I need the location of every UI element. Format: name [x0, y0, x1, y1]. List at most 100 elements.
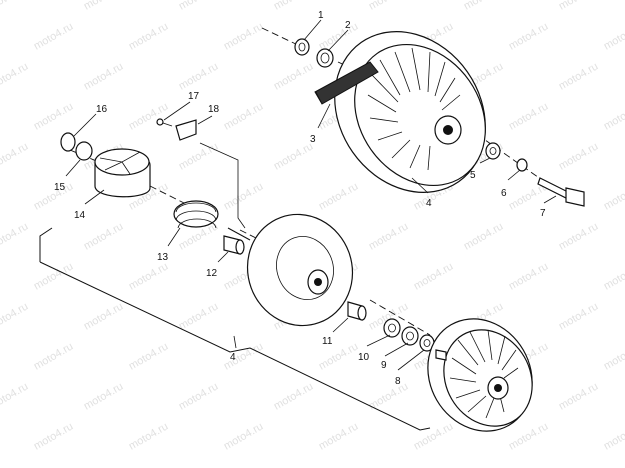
watermark-text: moto4.ru	[602, 100, 625, 132]
bushing-part-11	[347, 301, 367, 321]
watermark-text: moto4.ru	[127, 340, 171, 372]
watermark-text: moto4.ru	[602, 20, 625, 52]
watermark-text: moto4.ru	[32, 100, 76, 132]
watermark-text: moto4.ru	[32, 420, 76, 452]
watermark-text: moto4.ru	[272, 60, 316, 92]
watermark-text: moto4.ru	[0, 300, 30, 332]
watermark-text: moto4.ru	[367, 220, 411, 252]
callout-1: 1	[318, 10, 324, 21]
watermark-text: moto4.ru	[462, 220, 506, 252]
watermark-text: moto4.ru	[557, 0, 601, 13]
callout-7: 7	[540, 208, 546, 219]
watermark-text: moto4.ru	[177, 60, 221, 92]
snap-ring-part-16	[60, 132, 76, 152]
watermark-text: moto4.ru	[32, 260, 76, 292]
callout-4: 4	[426, 198, 432, 209]
watermark-text: moto4.ru	[507, 100, 551, 132]
callout-11: 11	[322, 336, 333, 347]
watermark-text: moto4.ru	[602, 180, 625, 212]
watermark-text: moto4.ru	[82, 220, 126, 252]
watermark-text: moto4.ru	[222, 420, 266, 452]
watermark-text: moto4.ru	[557, 60, 601, 92]
callout-18: 18	[208, 104, 220, 115]
upper-sheave-part-4	[334, 31, 486, 193]
callout-2: 2	[345, 20, 351, 31]
moveable-sheave	[246, 213, 354, 327]
bolt-part-7	[537, 177, 585, 207]
watermark-text: moto4.ru	[272, 380, 316, 412]
watermark-text: moto4.ru	[222, 20, 266, 52]
watermark-text: moto4.ru	[0, 380, 30, 412]
washer-part-10	[383, 318, 401, 338]
callout-6: 6	[501, 188, 507, 199]
watermark-text: moto4.ru	[557, 220, 601, 252]
washer-part-9	[401, 326, 419, 346]
callout-13: 13	[157, 252, 169, 263]
watermark-text: moto4.ru	[0, 60, 30, 92]
belt-part-3	[314, 61, 379, 105]
watermark-text: moto4.ru	[32, 340, 76, 372]
watermark-text: moto4.ru	[317, 180, 361, 212]
clip-part-18	[175, 119, 197, 141]
bushing-part-12	[223, 235, 245, 255]
watermark-text: moto4.ru	[557, 140, 601, 172]
watermark-text: moto4.ru	[602, 420, 625, 452]
callout-8: 8	[395, 376, 401, 387]
watermark-text: moto4.ru	[177, 140, 221, 172]
watermark-text: moto4.ru	[177, 300, 221, 332]
watermark-text: moto4.ru	[412, 260, 456, 292]
callout-9: 9	[381, 360, 387, 371]
watermark-text: moto4.ru	[507, 260, 551, 292]
callout-16: 16	[96, 104, 108, 115]
watermark-text: moto4.ru	[0, 0, 30, 13]
watermark-text: moto4.ru	[0, 140, 30, 172]
watermark-text: moto4.ru	[602, 340, 625, 372]
watermark-text: moto4.ru	[127, 20, 171, 52]
callout-17: 17	[188, 91, 200, 102]
watermark-text: moto4.ru	[367, 0, 411, 13]
watermark-text: moto4.ru	[412, 420, 456, 452]
callout-12: 12	[206, 268, 218, 279]
watermark-text: moto4.ru	[82, 60, 126, 92]
watermark-text: moto4.ru	[32, 20, 76, 52]
watermark-text: moto4.ru	[82, 380, 126, 412]
watermark-text: moto4.ru	[127, 100, 171, 132]
watermark-text: moto4.ru	[127, 420, 171, 452]
retainer-part-15	[75, 141, 93, 161]
watermark-text: moto4.ru	[317, 420, 361, 452]
watermark-text: moto4.ru	[557, 380, 601, 412]
watermark-text: moto4.ru	[222, 100, 266, 132]
watermark-text: moto4.ru	[0, 220, 30, 252]
watermark-text: moto4.ru	[507, 420, 551, 452]
spring-part-13	[173, 200, 219, 229]
lower-sheave	[427, 318, 533, 432]
washer-part-5	[485, 142, 501, 160]
watermark-text: moto4.ru	[507, 20, 551, 52]
spider-part-14	[94, 148, 151, 198]
watermark-text: moto4.ru	[222, 180, 266, 212]
callout-10: 10	[358, 352, 370, 363]
watermark-text: moto4.ru	[272, 0, 316, 13]
callout-14: 14	[74, 210, 86, 221]
watermark-text: moto4.ru	[127, 260, 171, 292]
watermark-text: moto4.ru	[462, 0, 506, 13]
leader-lines	[65, 19, 557, 371]
watermark-text: moto4.ru	[82, 300, 126, 332]
callout-3: 3	[310, 134, 316, 145]
callout-5: 5	[470, 170, 476, 181]
watermark-text: moto4.ru	[222, 340, 266, 372]
watermark-text: moto4.ru	[272, 140, 316, 172]
callout-labels: 1 2 3 4 5 6 7 8 9 10 11 12 13 14 15 16 1…	[54, 10, 546, 387]
watermark-text: moto4.ru	[557, 300, 601, 332]
washer-part-8	[419, 334, 435, 352]
screw-part-17	[156, 118, 173, 127]
assembly-callout-4: 4	[230, 352, 236, 363]
watermark-text: moto4.ru	[82, 0, 126, 13]
washer-part-2	[316, 48, 334, 68]
assembly-bracket	[39, 227, 431, 431]
lockwasher-part-6	[516, 158, 528, 172]
watermark-text: moto4.ru	[177, 380, 221, 412]
washer-part-1	[294, 38, 310, 56]
